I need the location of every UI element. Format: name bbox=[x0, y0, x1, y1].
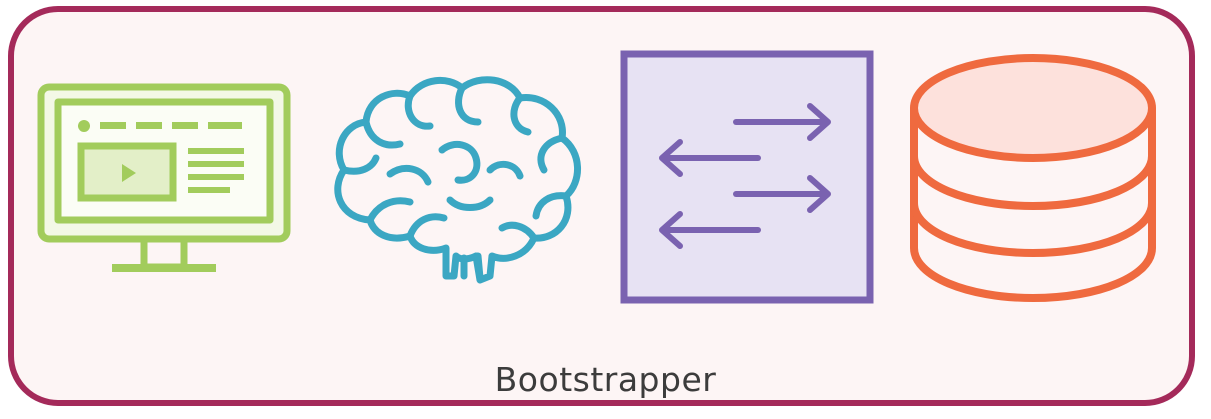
diagram-caption: Bootstrapper bbox=[494, 360, 717, 399]
brain-icon bbox=[330, 70, 584, 284]
monitor-video-icon bbox=[36, 82, 292, 276]
exchange-arrows-icon bbox=[620, 50, 874, 304]
database-icon bbox=[906, 48, 1160, 308]
